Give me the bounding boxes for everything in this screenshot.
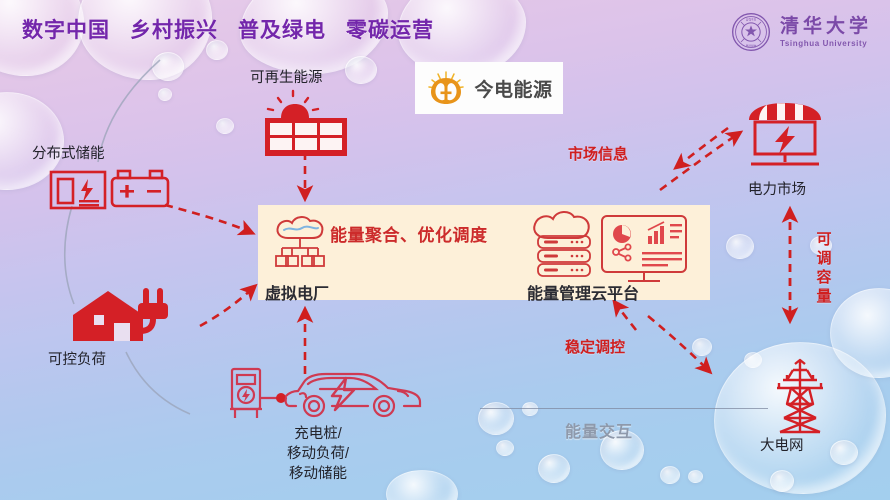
sponsor-logo: 今电能源 bbox=[415, 62, 563, 114]
solar-panel-sun-icon bbox=[265, 89, 347, 156]
node-label-ev-line-0: 充电桩/ bbox=[294, 426, 342, 442]
flow-label-market-info: 市场信息 bbox=[568, 146, 629, 163]
node-label-ev-line-2: 移动储能 bbox=[289, 466, 347, 482]
market-stall-lightning-icon bbox=[749, 103, 821, 166]
header-slogans: 数字中国乡村振兴普及绿电零碳运营 bbox=[22, 14, 434, 44]
node-label-market: 电力市场 bbox=[748, 182, 806, 198]
center-panel bbox=[258, 205, 710, 300]
slogan-2: 普及绿电 bbox=[238, 19, 326, 42]
node-label-ev-line-1: 移动负荷/ bbox=[286, 446, 350, 462]
university-name-en: Tsinghua University bbox=[779, 38, 868, 48]
slogan-0: 数字中国 bbox=[22, 19, 110, 42]
battery-cabinet-icon bbox=[49, 169, 170, 210]
svg-text:厚德载物: 厚德载物 bbox=[746, 44, 757, 48]
house-plug-icon bbox=[73, 288, 168, 341]
flow-label-adjustable-capacity: 可调容量 bbox=[816, 231, 832, 305]
energy-cloud-platform-label: 能量管理云平台 bbox=[527, 286, 640, 303]
svg-text:自强不息: 自强不息 bbox=[746, 17, 757, 21]
university-logo: 自强不息 厚德载物 清华大学 Tsinghua University bbox=[731, 12, 872, 52]
node-label-load: 可控负荷 bbox=[48, 352, 106, 368]
sunburst-shield-icon bbox=[428, 71, 465, 104]
flow-label-energy-interaction: 能量交互 bbox=[565, 424, 634, 441]
node-label-grid: 大电网 bbox=[760, 438, 804, 454]
tsinghua-seal-icon: 自强不息 厚德载物 bbox=[731, 12, 770, 51]
virtual-power-plant-label: 虚拟电厂 bbox=[265, 286, 330, 303]
ev-charger-car-icon bbox=[230, 367, 422, 418]
slogan-1: 乡村振兴 bbox=[130, 19, 218, 42]
university-name-zh: 清华大学 bbox=[779, 14, 872, 37]
slogan-3: 零碳运营 bbox=[346, 19, 434, 42]
node-label-renewable: 可再生能源 bbox=[250, 70, 323, 86]
energy-interaction-line bbox=[480, 408, 768, 409]
node-label-storage: 分布式储能 bbox=[32, 146, 105, 162]
sponsor-name: 今电能源 bbox=[474, 79, 553, 101]
node-label-ev: 充电桩/ 移动负荷/ 移动储能 bbox=[258, 424, 378, 484]
center-panel-heading: 能量聚合、优化调度 bbox=[330, 226, 488, 245]
flow-label-stable-regulation: 稳定调控 bbox=[565, 339, 626, 356]
transmission-tower-icon bbox=[777, 358, 823, 434]
cloud-hierarchy-icon bbox=[275, 216, 325, 267]
cloud-server-dashboard-icon bbox=[533, 211, 687, 282]
